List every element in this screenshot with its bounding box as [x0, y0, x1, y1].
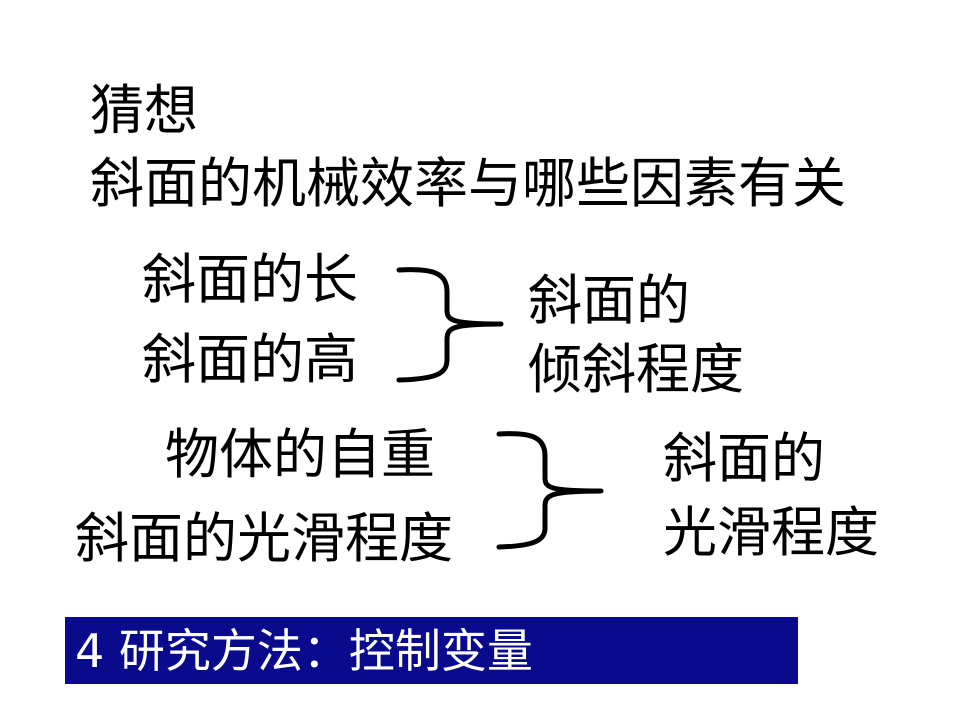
factor-object-weight: 物体的自重: [165, 423, 435, 486]
slide-question: 斜面的机械效率与哪些因素有关: [90, 152, 846, 215]
method-banner: 4 研究方法：控制变量: [65, 617, 798, 684]
brace-group-1: [396, 267, 504, 383]
conclusion-slope-line-2: 倾斜程度: [528, 338, 744, 401]
brace-group-2: [496, 431, 604, 550]
factor-slope-height: 斜面的高: [142, 328, 358, 391]
slide-title-guess: 猜想: [90, 79, 198, 142]
conclusion-slope-line-1: 斜面的: [528, 269, 690, 332]
method-banner-text: 4 研究方法：控制变量: [75, 623, 533, 678]
brace-group-1-shape: [396, 267, 504, 383]
factor-slope-smoothness: 斜面的光滑程度: [75, 507, 453, 570]
brace-group-2-shape: [496, 431, 604, 550]
conclusion-smoothness-line-2: 光滑程度: [663, 501, 879, 564]
factor-slope-length: 斜面的长: [142, 248, 358, 311]
conclusion-smoothness-line-1: 斜面的: [663, 427, 825, 490]
